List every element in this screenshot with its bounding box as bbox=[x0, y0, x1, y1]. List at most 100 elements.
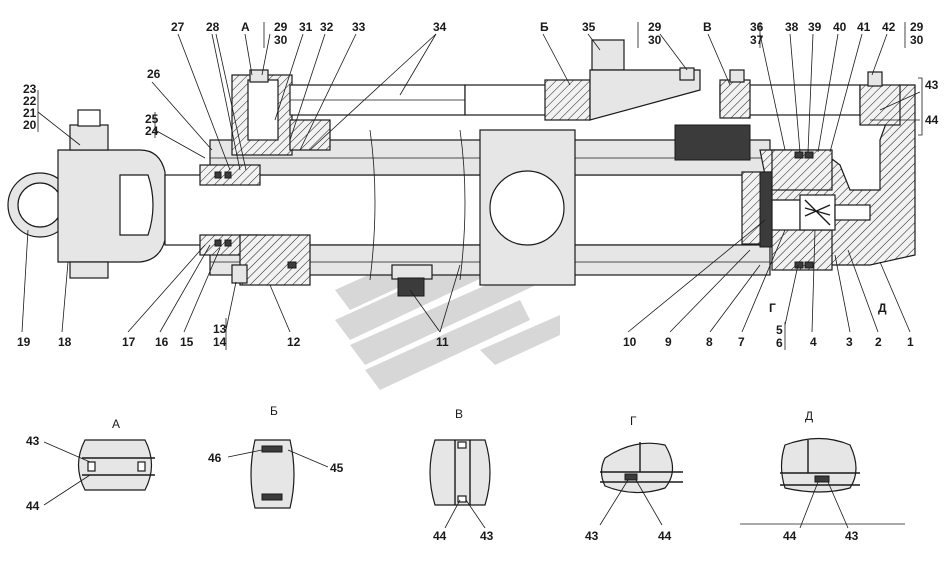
callout-22: 22 bbox=[23, 94, 37, 108]
callout-3: 3 bbox=[846, 335, 853, 349]
callout-44: 44 bbox=[925, 113, 939, 127]
detail-b-label-45: 45 bbox=[330, 461, 344, 475]
callout-17: 17 bbox=[122, 335, 136, 349]
callout-39: 39 bbox=[808, 20, 822, 34]
callout-29: 29 bbox=[910, 20, 924, 34]
main-assembly bbox=[7, 22, 923, 350]
break-line-2 bbox=[459, 129, 466, 281]
callout-38: 38 bbox=[785, 20, 799, 34]
right-bracket bbox=[918, 77, 923, 136]
detail-a: А 43 44 bbox=[26, 417, 155, 513]
callout-В: В bbox=[703, 20, 712, 34]
breather-body bbox=[397, 277, 425, 297]
stop-ring-7 bbox=[759, 171, 773, 248]
bolt-v bbox=[729, 69, 745, 83]
detail-a-label-43: 43 bbox=[26, 434, 40, 448]
callout-25: 25 bbox=[145, 112, 159, 126]
break-line-1 bbox=[369, 129, 376, 281]
detail-a-label-44: 44 bbox=[26, 499, 40, 513]
callout-31: 31 bbox=[299, 20, 313, 34]
detail-a-title: А bbox=[112, 417, 120, 431]
callout-Г: Г bbox=[769, 301, 776, 315]
grease-nipple bbox=[77, 109, 101, 127]
bolt-right bbox=[867, 71, 883, 87]
port-bolt-a bbox=[249, 69, 269, 83]
callout-24: 24 bbox=[145, 124, 159, 138]
callout-14: 14 bbox=[213, 335, 227, 349]
callout-18: 18 bbox=[58, 335, 72, 349]
callout-6: 6 bbox=[776, 336, 783, 350]
valve-dark-block bbox=[674, 124, 751, 161]
callout-23: 23 bbox=[23, 82, 37, 96]
detail-b-label-46: 46 bbox=[208, 451, 222, 465]
detail-b: Б 46 45 bbox=[208, 404, 344, 509]
callout-А: А bbox=[241, 20, 250, 34]
callout-42: 42 bbox=[882, 20, 896, 34]
fitting-34 bbox=[289, 119, 331, 151]
callout-labels: 1234567891011121314151617181920212223242… bbox=[17, 20, 939, 350]
leader-lines bbox=[21, 22, 921, 350]
rod-eye-bore bbox=[17, 182, 63, 228]
callout-21: 21 bbox=[23, 106, 37, 120]
callout-34: 34 bbox=[433, 20, 447, 34]
detail-g-label-44: 44 bbox=[658, 529, 672, 543]
callout-33: 33 bbox=[352, 20, 366, 34]
detail-d: Д 44 43 bbox=[740, 409, 905, 543]
detail-g-title: Г bbox=[630, 414, 637, 428]
callout-12: 12 bbox=[287, 335, 301, 349]
callout-30: 30 bbox=[274, 33, 288, 47]
callout-29: 29 bbox=[648, 20, 662, 34]
detail-v-title: В bbox=[455, 407, 463, 421]
callout-20: 20 bbox=[23, 118, 37, 132]
callout-27: 27 bbox=[171, 20, 185, 34]
rod-head-window bbox=[119, 174, 154, 236]
callout-11: 11 bbox=[436, 335, 449, 349]
callout-4: 4 bbox=[810, 335, 817, 349]
valve-block-top bbox=[591, 39, 625, 71]
callout-28: 28 bbox=[206, 20, 220, 34]
callout-36: 36 bbox=[750, 20, 764, 34]
pipe-b bbox=[464, 84, 551, 116]
callout-Д: Д bbox=[878, 301, 887, 315]
callout-30: 30 bbox=[648, 33, 662, 47]
callout-Б: Б bbox=[540, 20, 549, 34]
detail-v-label-43: 43 bbox=[480, 529, 494, 543]
detail-g-label-43: 43 bbox=[585, 529, 599, 543]
callout-2: 2 bbox=[875, 335, 882, 349]
spring-4 bbox=[804, 199, 831, 226]
callout-8: 8 bbox=[706, 335, 713, 349]
detail-d-title: Д bbox=[805, 409, 813, 423]
callout-30: 30 bbox=[910, 33, 924, 47]
detail-b-title: Б bbox=[270, 404, 278, 418]
fitting-v bbox=[719, 79, 751, 119]
callout-32: 32 bbox=[320, 20, 334, 34]
callout-9: 9 bbox=[665, 335, 672, 349]
callout-13: 13 bbox=[213, 322, 227, 336]
detail-d-label-44: 44 bbox=[783, 529, 797, 543]
breather-cap bbox=[391, 264, 433, 280]
callout-29: 29 bbox=[274, 20, 288, 34]
fitting-b bbox=[544, 79, 591, 121]
callout-7: 7 bbox=[738, 335, 745, 349]
port-block-right bbox=[859, 84, 901, 126]
gland-bolt bbox=[231, 264, 248, 284]
bolt-29 bbox=[679, 67, 695, 81]
valve-stem bbox=[834, 204, 871, 221]
detail-d-label-43: 43 bbox=[845, 529, 859, 543]
detail-v: В 44 43 bbox=[429, 407, 494, 543]
rod-head-lug bbox=[69, 261, 109, 279]
callout-15: 15 bbox=[180, 335, 194, 349]
callout-35: 35 bbox=[582, 20, 596, 34]
callout-10: 10 bbox=[623, 335, 637, 349]
callout-1: 1 bbox=[907, 335, 914, 349]
center-block-bore bbox=[489, 170, 565, 246]
callout-40: 40 bbox=[833, 20, 847, 34]
callout-37: 37 bbox=[750, 33, 764, 47]
grease-nipple-base bbox=[69, 124, 109, 151]
callout-41: 41 bbox=[857, 20, 871, 34]
callout-43: 43 bbox=[925, 78, 939, 92]
valve-block-35 bbox=[589, 69, 701, 121]
gland-nut bbox=[239, 234, 311, 286]
callout-5: 5 bbox=[776, 323, 783, 337]
